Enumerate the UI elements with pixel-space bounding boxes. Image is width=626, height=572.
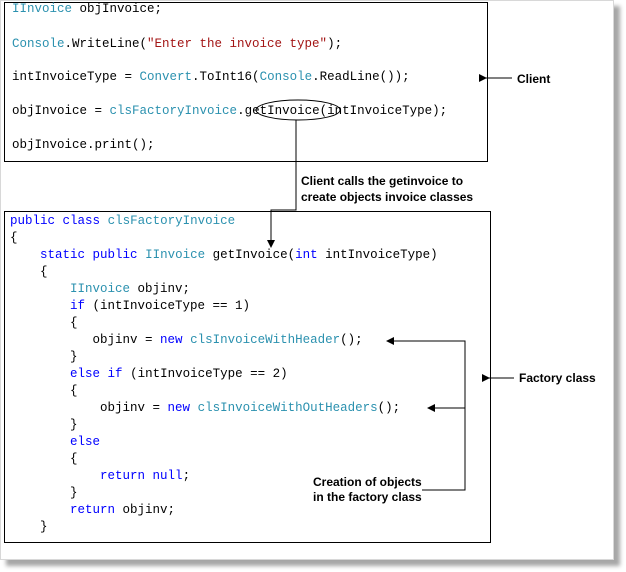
creation-label-line-2: in the factory class bbox=[313, 490, 422, 504]
code-token: new bbox=[160, 333, 183, 347]
code-token: clsInvoiceWithHeader bbox=[190, 333, 341, 347]
factory-code-line: { bbox=[10, 451, 78, 467]
creation-label-line-1: Creation of objects bbox=[313, 475, 422, 489]
client-code-line: objInvoice.print(); bbox=[12, 137, 155, 153]
client-code-line: IInvoice objInvoice; bbox=[12, 1, 162, 17]
code-token: clsFactoryInvoice bbox=[107, 214, 236, 228]
code-token: } bbox=[10, 486, 78, 500]
code-token: .WriteLine( bbox=[64, 37, 148, 51]
creation-bracket-line bbox=[386, 337, 466, 491]
factory-code-line: } bbox=[10, 417, 78, 433]
factory-code-line: return null; bbox=[10, 468, 190, 484]
code-token: } bbox=[10, 520, 48, 534]
code-token: { bbox=[10, 384, 78, 398]
client-code-line: intInvoiceType = Convert.ToInt16(Console… bbox=[12, 69, 410, 85]
code-token: objinv; bbox=[130, 282, 191, 296]
code-token: { bbox=[10, 316, 78, 330]
code-token: else bbox=[70, 367, 101, 381]
code-token: class bbox=[62, 214, 101, 228]
factory-code-line: IInvoice objinv; bbox=[10, 281, 190, 297]
code-token: { bbox=[10, 231, 18, 245]
factory-code-line: { bbox=[10, 383, 78, 399]
code-token: Console bbox=[12, 37, 65, 51]
factory-code-line: if (intInvoiceType == 1) bbox=[10, 298, 250, 314]
code-token: (); bbox=[340, 333, 363, 347]
factory-class-code-box bbox=[4, 211, 491, 543]
code-token: public bbox=[10, 214, 56, 228]
factory-code-line: { bbox=[10, 315, 78, 331]
code-token: clsInvoiceWithOutHeaders bbox=[197, 401, 378, 415]
factory-class-label: Factory class bbox=[519, 371, 596, 385]
code-token: { bbox=[10, 265, 48, 279]
code-token: objinv = bbox=[10, 401, 168, 415]
factory-code-line: public class clsFactoryInvoice bbox=[10, 213, 235, 229]
client-code-box bbox=[4, 2, 488, 162]
code-token: return bbox=[100, 469, 146, 483]
code-token: ; bbox=[182, 469, 191, 483]
factory-code-line: static public IInvoice getInvoice(int in… bbox=[10, 247, 438, 263]
factory-code-line: return objinv; bbox=[10, 502, 175, 518]
client-code-line: Console.WriteLine("Enter the invoice typ… bbox=[12, 36, 342, 52]
code-token: intInvoiceType) bbox=[317, 248, 438, 262]
code-token: getInvoice( bbox=[205, 248, 296, 262]
code-token: int bbox=[295, 248, 318, 262]
code-token: Console bbox=[259, 70, 313, 84]
code-token: new bbox=[167, 401, 191, 415]
code-token: Convert bbox=[139, 70, 193, 84]
factory-code-line: else bbox=[10, 434, 100, 450]
factory-code-line: { bbox=[10, 264, 48, 280]
code-token: objInvoice; bbox=[72, 2, 163, 16]
code-token: (); bbox=[377, 401, 401, 415]
client-label: Client bbox=[517, 72, 551, 86]
code-token: "Enter the invoice type" bbox=[147, 37, 328, 51]
code-token: else bbox=[70, 435, 101, 449]
client-code-line: objInvoice = clsFactoryInvoice.getInvoic… bbox=[12, 103, 447, 119]
code-token: (intInvoiceType == 2) bbox=[122, 367, 288, 381]
factory-code-line: } bbox=[10, 519, 48, 535]
code-token: { bbox=[10, 452, 78, 466]
getinvoice-highlight-ellipse bbox=[255, 99, 341, 121]
code-token: public bbox=[92, 248, 138, 262]
factory-code-line: objinv = new clsInvoiceWithHeader(); bbox=[10, 332, 363, 348]
code-token: static bbox=[40, 248, 86, 262]
factory-code-line: } bbox=[10, 485, 78, 501]
factory-code-line: objinv = new clsInvoiceWithOutHeaders(); bbox=[10, 400, 400, 416]
code-token: .ToInt16( bbox=[192, 70, 260, 84]
factory-code-line: { bbox=[10, 230, 18, 246]
code-token: IInvoice bbox=[70, 282, 131, 296]
code-token: .getInvoice(intInvoiceType); bbox=[237, 104, 448, 118]
factory-code-line: } bbox=[10, 349, 78, 365]
code-token: IInvoice bbox=[12, 2, 73, 16]
code-token: .ReadLine()); bbox=[312, 70, 410, 84]
code-token: objInvoice.print(); bbox=[12, 138, 155, 152]
calls-label-line-1: Client calls the getinvoice to bbox=[301, 174, 464, 188]
code-token: (intInvoiceType == 1) bbox=[85, 299, 251, 313]
code-token: ); bbox=[327, 37, 343, 51]
code-token: objinv = bbox=[10, 333, 161, 347]
code-token: clsFactoryInvoice bbox=[109, 104, 238, 118]
code-token: if bbox=[107, 367, 123, 381]
code-token: null bbox=[152, 469, 183, 483]
code-token: return bbox=[70, 503, 116, 517]
code-token: } bbox=[10, 350, 78, 364]
code-token: objinv; bbox=[115, 503, 176, 517]
call-arrow bbox=[267, 120, 297, 248]
calls-label-line-2: create objects invoice classes bbox=[301, 190, 474, 204]
code-token: objInvoice = bbox=[12, 104, 110, 118]
code-token: if bbox=[70, 299, 86, 313]
code-token: intInvoiceType = bbox=[12, 70, 140, 84]
code-token: IInvoice bbox=[145, 248, 206, 262]
factory-code-line: else if (intInvoiceType == 2) bbox=[10, 366, 288, 382]
code-token: } bbox=[10, 418, 78, 432]
